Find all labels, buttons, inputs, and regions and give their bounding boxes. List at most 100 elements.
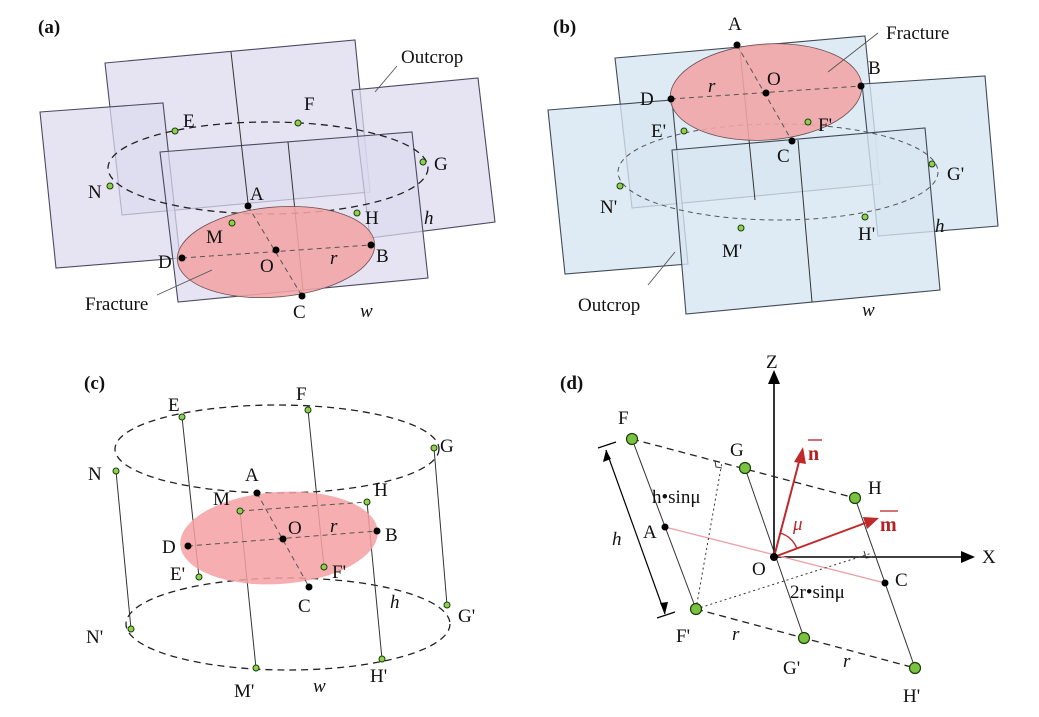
point-m-prime (252, 664, 260, 672)
point-f (294, 119, 302, 127)
label-o: O (767, 69, 781, 90)
label-h-sin-mu: h•sinμ (652, 487, 701, 508)
point-g (430, 444, 438, 452)
point-f-prime (320, 563, 328, 571)
point-g-prime (928, 160, 936, 168)
label-f: F (296, 384, 307, 405)
vec-n-label: n (808, 443, 819, 465)
point-g (419, 158, 427, 166)
point-h-prime (378, 655, 386, 663)
point-e-prime (680, 127, 688, 135)
point-n-prime (127, 625, 135, 633)
point-c (298, 292, 306, 300)
label-r: r (330, 248, 338, 269)
fracture-callout-line (827, 32, 879, 73)
h-dimension-arrowhead-top (603, 450, 611, 462)
point-o (279, 535, 287, 543)
label-m: M (213, 489, 230, 510)
vector-m-arrowhead (863, 517, 879, 529)
label-d: D (162, 537, 176, 558)
label-w: w (313, 676, 326, 697)
outcrop-label: Outcrop (578, 295, 640, 316)
label-o: O (288, 518, 302, 539)
point-g (738, 461, 752, 475)
label-f: F (304, 94, 315, 115)
point-o (770, 553, 778, 561)
generator-g (433, 447, 448, 606)
label-w: w (862, 300, 875, 321)
point-h (848, 491, 862, 505)
fracture-disc (180, 491, 378, 585)
panel-d-label: (d) (560, 373, 583, 394)
x-axis-arrowhead (961, 551, 975, 563)
outcrop-plane-front (671, 127, 941, 315)
point-f (304, 406, 312, 414)
label-2r-sin-mu: 2r•sinμ (790, 582, 845, 603)
right-angle-right (863, 550, 873, 559)
h-dimension-tick-top (597, 441, 617, 449)
label-r: r (708, 76, 716, 97)
label-h: H (374, 480, 388, 501)
point-h-prime (908, 661, 922, 675)
point-a (661, 523, 669, 531)
label-a: A (728, 14, 742, 35)
point-g-prime (797, 631, 811, 645)
label-h-prime: H' (858, 224, 875, 245)
vec-m-label: m (880, 514, 897, 536)
point-e-prime (195, 573, 203, 581)
edge-top-fh (631, 438, 856, 499)
label-g: G (440, 436, 454, 457)
point-o (272, 246, 280, 254)
label-g-prime: G' (783, 658, 800, 679)
label-a: A (643, 522, 657, 543)
h-dimension-tick-bottom (656, 611, 676, 619)
label-d: D (640, 89, 654, 110)
fracture-label: Fracture (85, 294, 148, 315)
panel-c-label: (c) (84, 373, 105, 394)
label-r-bottom-left: r (732, 624, 740, 645)
point-b (367, 241, 375, 249)
point-g-prime (443, 601, 451, 609)
axis-z-label: Z (766, 352, 778, 373)
z-axis-arrowhead (768, 370, 780, 384)
point-m-prime (737, 224, 745, 232)
point-f (625, 432, 639, 446)
label-h-dim: h (424, 208, 434, 229)
label-f-prime: F' (818, 115, 832, 136)
fracture-diameter-db (670, 85, 862, 100)
point-f-prime (804, 118, 812, 126)
label-e: E (168, 395, 180, 416)
point-n (106, 182, 114, 190)
label-o: O (752, 559, 766, 580)
mu-label: μ (792, 514, 803, 535)
label-h-dim: h (390, 592, 400, 613)
outcrop-label: Outcrop (401, 47, 463, 68)
point-a (253, 489, 261, 497)
point-o (762, 89, 770, 97)
label-h-dim: h (935, 216, 945, 237)
point-h-prime (861, 213, 869, 221)
point-f-prime (689, 602, 703, 616)
label-o: O (260, 256, 274, 277)
label-g-prime: G' (458, 606, 475, 627)
label-h: H (365, 208, 379, 229)
label-g-prime: G' (947, 164, 964, 185)
point-c (881, 579, 889, 587)
plane-back-divider (230, 51, 249, 204)
point-d (178, 254, 186, 262)
label-c: C (298, 596, 311, 617)
panel-d: (d) Z X n (560, 352, 996, 707)
point-h (353, 209, 361, 217)
point-a (733, 41, 741, 49)
label-c: C (293, 302, 306, 323)
point-a (244, 202, 252, 210)
normal-vector-n-arrowhead (794, 447, 806, 464)
label-f-prime: F' (676, 626, 690, 647)
point-m (228, 219, 236, 227)
label-h-prime: H' (370, 666, 387, 687)
label-n: N (88, 182, 102, 203)
label-e-prime: E' (170, 564, 185, 585)
label-c: C (777, 146, 790, 167)
h-dimension-arrowhead-bottom (660, 602, 668, 614)
